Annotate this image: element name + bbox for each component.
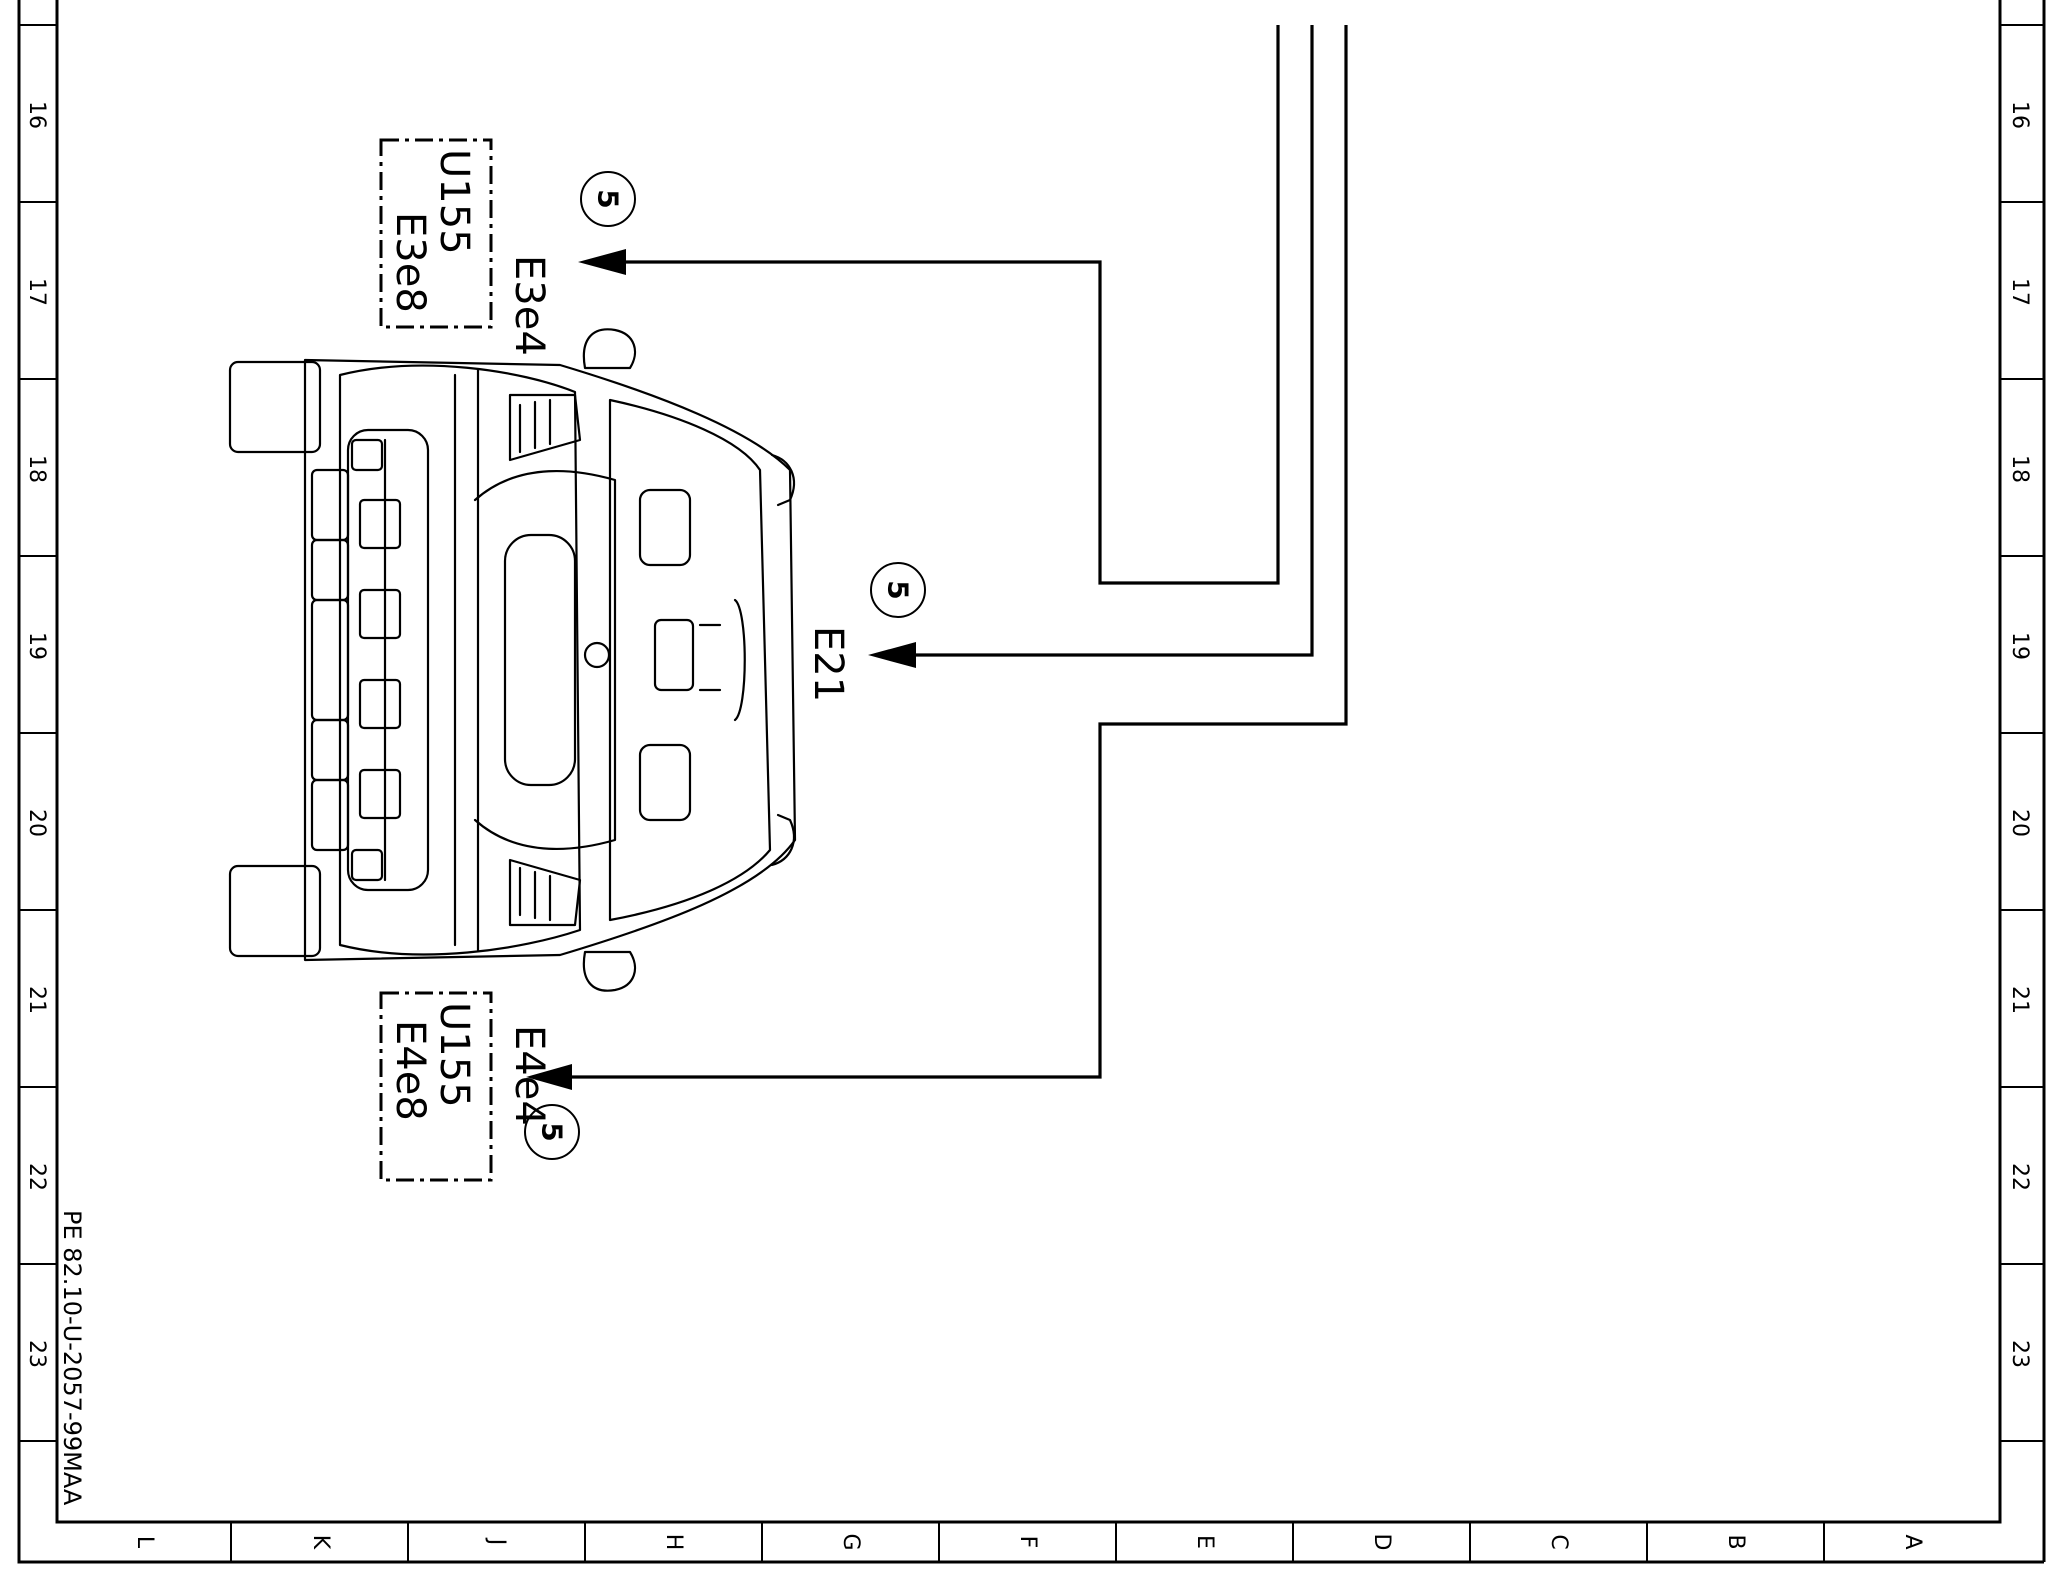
drawing-number: PE 82.10-U-2057-99MAA — [58, 1210, 86, 1506]
wire-harness — [558, 25, 1348, 1079]
vehicle-outline — [228, 328, 797, 992]
wire-e21 — [912, 25, 1314, 657]
badge-e4e4: 5 — [524, 1104, 580, 1160]
component-name: U155 — [431, 149, 477, 255]
grid-row-label: 16 — [2007, 101, 2032, 129]
arrowhead-e21 — [868, 642, 916, 668]
grid-row-label: 18 — [24, 455, 49, 483]
badge-e3e4: 5 — [580, 171, 636, 227]
drawing-frame — [17, 0, 2046, 1564]
grid-row-label: 18 — [2007, 455, 2032, 483]
grid-column-labels: L K J H G F E D C B A — [132, 1533, 1925, 1550]
grid-column-label: F — [1015, 1536, 1040, 1549]
grid-row-label: 21 — [24, 986, 49, 1014]
component-u155-e4e8: U155 E4e8 — [379, 991, 493, 1182]
grid-row-label: 17 — [24, 278, 49, 306]
grid-column-label: H — [661, 1534, 686, 1551]
grid-column-label: A — [1900, 1534, 1925, 1549]
grid-column-label: G — [838, 1533, 863, 1550]
grid-row-label: 21 — [2007, 986, 2032, 1014]
badge-number: 5 — [592, 189, 625, 208]
wire-e3e4 — [618, 25, 1280, 585]
grid-row-label: 20 — [2007, 809, 2032, 837]
badge-number: 5 — [882, 580, 915, 599]
grid-row-label: 16 — [24, 101, 49, 129]
grid-column-label: D — [1369, 1534, 1394, 1551]
wire-e4e4 — [558, 25, 1348, 1079]
grid-row-label: 19 — [24, 632, 49, 660]
grid-column-label: C — [1546, 1534, 1571, 1549]
arrowhead-e4e4 — [526, 1064, 572, 1090]
grid-row-label: 20 — [24, 809, 49, 837]
badge-number: 5 — [536, 1122, 569, 1141]
connector-label-e21: E21 — [805, 626, 851, 702]
grid-row-label: 19 — [2007, 632, 2032, 660]
connector-label-e3e4: E3e4 — [506, 255, 552, 356]
grid-row-label: 22 — [24, 1163, 49, 1191]
component-connector: E3e8 — [387, 212, 433, 313]
grid-row-label: 17 — [2007, 278, 2032, 306]
grid-column-label: K — [308, 1535, 333, 1550]
grid-row-labels-right: 16 17 18 19 20 21 22 23 — [2007, 101, 2032, 1368]
grid-row-label: 23 — [2007, 1340, 2032, 1368]
badge-e21: 5 — [870, 562, 926, 618]
component-u155-e3e8: U155 E3e8 — [379, 138, 493, 329]
grid-column-label: E — [1192, 1535, 1217, 1549]
grid-column-label: B — [1723, 1534, 1748, 1549]
grid-column-label: J — [484, 1537, 509, 1546]
component-name: U155 — [431, 1002, 477, 1108]
connector-label-e4e4: E4e4 — [506, 1025, 552, 1126]
component-connector: E4e8 — [387, 1020, 433, 1121]
grid-row-label: 23 — [24, 1340, 49, 1368]
grid-row-labels-left: 16 17 18 19 20 21 22 23 — [24, 101, 49, 1368]
arrowhead-e3e4 — [578, 249, 626, 275]
grid-row-label: 22 — [2007, 1163, 2032, 1191]
grid-column-label: L — [132, 1536, 157, 1549]
